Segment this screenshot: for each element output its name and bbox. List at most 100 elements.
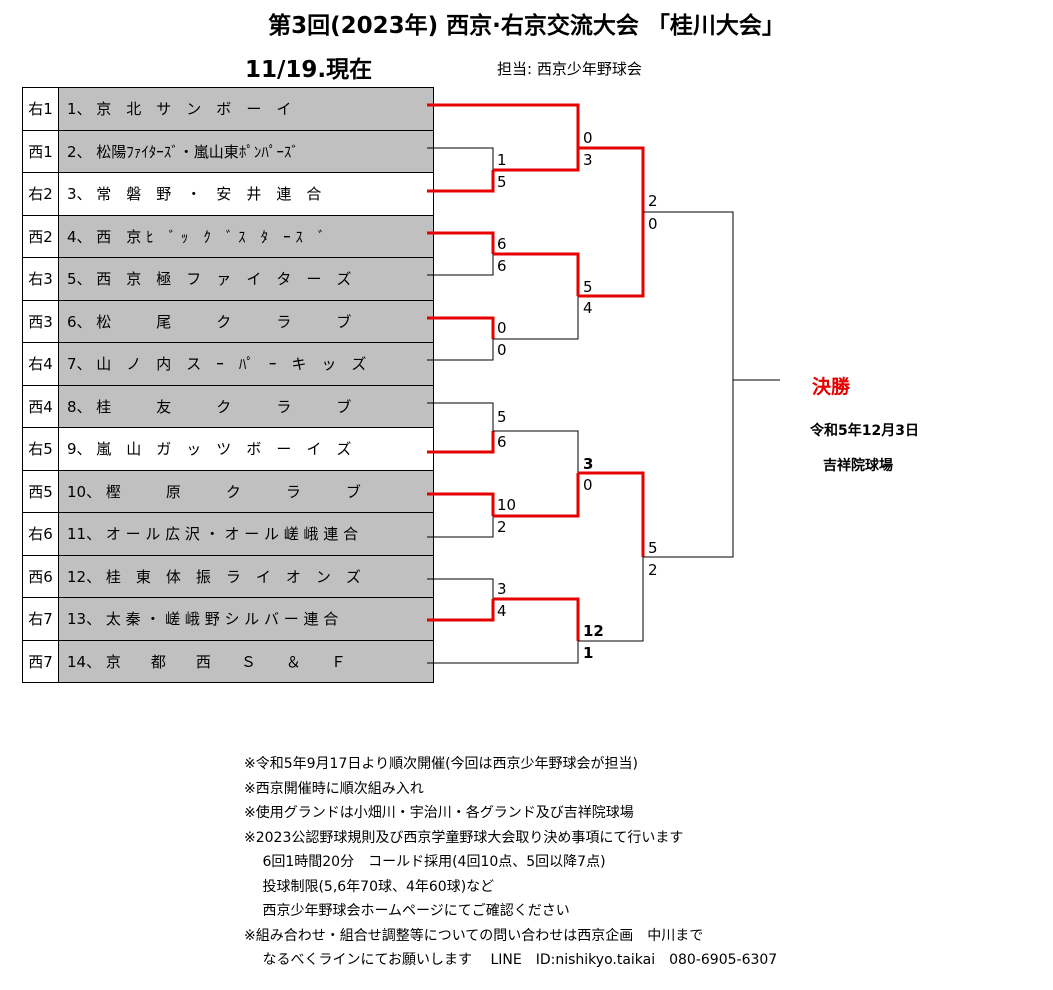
team-seed: 右5 <box>22 427 59 471</box>
final-date: 令和5年12月3日 <box>810 423 919 439</box>
team-seed: 右2 <box>22 172 59 216</box>
team-name: 6、 松 尾 ク ラ ブ <box>58 299 434 343</box>
team-name: 10、 樫 原 ク ラ ブ <box>58 469 434 513</box>
bracket-line <box>493 473 580 518</box>
note-line: 投球制限(5,6年70球、4年60球)など <box>244 878 495 895</box>
score-label: 3 <box>497 580 507 598</box>
team-seed: 右6 <box>22 512 59 556</box>
score-label: 2 <box>648 192 658 210</box>
score-label: 0 <box>648 215 658 233</box>
score-label: 4 <box>583 299 593 317</box>
score-label: 5 <box>583 278 593 296</box>
team-name: 8、 桂 友 ク ラ ブ <box>58 384 434 428</box>
team-seed: 西1 <box>22 129 59 173</box>
score-label: 6 <box>497 257 507 275</box>
bracket-line <box>578 212 645 298</box>
page-title: 第3回(2023年) 西京·右京交流大会 「桂川大会」 <box>268 13 785 39</box>
note-line: 西京少年野球会ホームページにてご確認ください <box>244 903 570 919</box>
note-line: なるべくラインにてお願いします LINE ID:nishikyo.taikai … <box>244 952 778 968</box>
score-label: 12 <box>583 622 604 640</box>
bracket-line <box>578 146 645 212</box>
bracket-line <box>427 431 495 454</box>
score-label: 0 <box>497 319 507 337</box>
bracket-line <box>578 471 645 557</box>
score-label: 1 <box>583 644 594 662</box>
note-line: ※令和5年9月17日より順次開催(今回は西京少年野球会が担当) <box>244 756 639 772</box>
team-name: 1、 京 北 サ ン ボ ー イ <box>58 87 434 131</box>
bracket-line <box>427 254 494 276</box>
team-name: 5、 西 京 極 フ ァ イ タ ー ズ <box>58 257 434 301</box>
note-line: ※使用グランドは小畑川・宇治川・各グランド及び吉祥院球場 <box>244 805 634 821</box>
bracket-line <box>643 211 734 380</box>
score-label: 4 <box>497 602 507 620</box>
score-label: 5 <box>497 173 507 191</box>
team-name: 11、 オ ー ル 広 沢 ・ オ ー ル 嵯 峨 連 合 <box>58 512 434 556</box>
team-name: 7、 山 ノ 内 ス ｰ ﾊﾟ ｰ キ ッ ズ <box>58 342 434 386</box>
bracket-line <box>427 599 495 622</box>
score-label: 0 <box>583 129 593 147</box>
team-name: 13、 太 秦 ・ 嵯 峨 野 シ ル バ ー 連 合 <box>58 597 434 641</box>
team-name: 3、 常 磐 野 ・ 安 井 連 合 <box>58 172 434 216</box>
bracket-line <box>427 339 494 361</box>
team-seed: 西5 <box>22 469 59 513</box>
team-seed: 西4 <box>22 384 59 428</box>
team-seed: 西2 <box>22 214 59 258</box>
score-label: 2 <box>648 561 658 579</box>
bracket-line <box>427 516 494 538</box>
bracket-line <box>427 170 495 193</box>
team-name: 9、 嵐 山 ガ ッ ツ ボ ー イ ズ <box>58 427 434 471</box>
bracket-line <box>427 316 495 339</box>
note-line: ※組み合わせ・組合せ調整等についての問い合わせは西京企画 中川まで <box>244 927 704 944</box>
bracket-line <box>493 296 579 340</box>
team-seed: 西3 <box>22 299 59 343</box>
note-line: ※2023公認野球規則及び西京学童野球大会取り決め事項にて行います <box>244 829 684 846</box>
bracket-line <box>427 103 580 148</box>
bracket-line <box>643 380 734 558</box>
score-label: 0 <box>497 341 507 359</box>
team-name: 12、 桂 東 体 振 ラ イ オ ン ズ <box>58 554 434 598</box>
final-venue: 吉祥院球場 <box>823 458 893 474</box>
bracket-line <box>427 231 495 254</box>
bracket-line <box>427 578 494 599</box>
organizer: 担当: 西京少年野球会 <box>497 60 642 78</box>
score-label: 6 <box>497 235 507 253</box>
team-seed: 西7 <box>22 639 59 683</box>
score-label: 0 <box>583 476 593 494</box>
team-seed: 西6 <box>22 554 59 598</box>
as-of-date: 11/19.現在 <box>245 57 373 83</box>
score-label: 2 <box>497 518 507 536</box>
bracket-line <box>427 402 494 431</box>
bracket-line <box>493 430 579 473</box>
score-label: 3 <box>583 455 594 473</box>
team-name: 2、 松陽ﾌｧｲﾀｰｽﾞ・嵐山東ﾎﾟﾝﾊﾟｰｽﾞ <box>58 129 434 173</box>
score-label: 6 <box>497 433 507 451</box>
bracket-line <box>427 147 494 170</box>
notes: ※令和5年9月17日より順次開催(今回は西京少年野球会が担当)※西京開催時に順次… <box>244 752 777 973</box>
team-name: 14、 京 都 西 Ｓ ＆ Ｆ <box>58 639 434 683</box>
note-line: 6回1時間20分 コールド採用(4回10点、5回以降7点) <box>244 854 606 870</box>
score-label: 3 <box>583 151 593 169</box>
bracket-line <box>427 641 579 664</box>
bracket-line <box>427 492 495 516</box>
bracket-line <box>493 252 580 296</box>
score-label: 1 <box>497 151 507 169</box>
score-label: 10 <box>497 496 517 514</box>
bracket-line <box>493 148 580 172</box>
final-label: 決勝 <box>812 376 851 398</box>
bracket-line <box>578 557 644 642</box>
score-label: 5 <box>497 408 507 426</box>
